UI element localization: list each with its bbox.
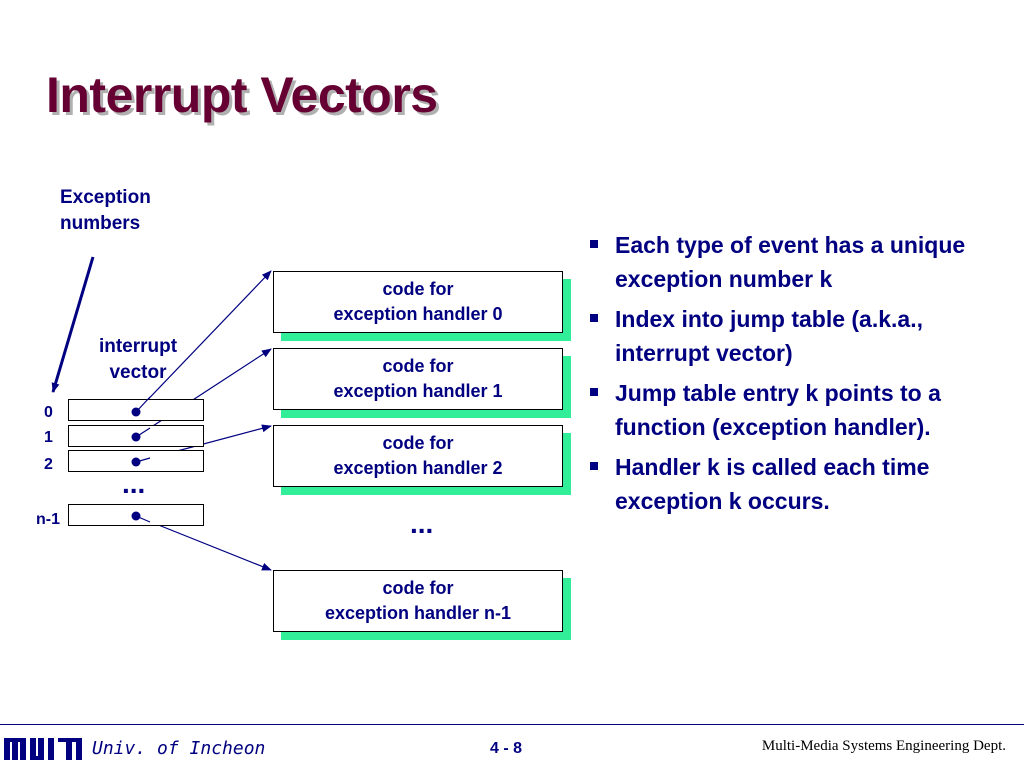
bullet-item: Each type of event has a unique exceptio… bbox=[588, 228, 1008, 296]
exception-numbers-label: Exception numbers bbox=[60, 187, 151, 234]
vector-index-2: 2 bbox=[44, 456, 53, 473]
department-name: Multi-Media Systems Engineering Dept. bbox=[761, 738, 1006, 754]
page-number: 4 - 8 bbox=[490, 740, 523, 757]
vector-index-n-1: n-1 bbox=[36, 511, 60, 528]
vector-index-1: 1 bbox=[44, 429, 53, 446]
bullet-item: Index into jump table (a.k.a., interrupt… bbox=[588, 302, 1008, 370]
footer-divider bbox=[0, 724, 1024, 725]
vector-index-0: 0 bbox=[44, 404, 53, 421]
pointer-arrow-1 bbox=[135, 348, 272, 438]
pointer-arrow-0 bbox=[135, 270, 272, 413]
handler-box-n-1: code for exception handler n-1 bbox=[273, 570, 563, 632]
bullet-item: Jump table entry k points to a function … bbox=[588, 376, 1008, 444]
interrupt-vector-label: interrupt vector bbox=[98, 336, 178, 383]
bullet-square-icon bbox=[590, 388, 598, 396]
handler-box-1: code for exception handler 1 bbox=[273, 348, 563, 410]
bullet-list: Each type of event has a unique exceptio… bbox=[588, 228, 1008, 524]
university-name: Univ. of Incheon bbox=[92, 738, 266, 759]
bullet-square-icon bbox=[590, 314, 598, 322]
slide-title: Interrupt Vectors bbox=[46, 67, 438, 123]
handler-box-0: code for exception handler 0 bbox=[273, 271, 563, 333]
handlers-ellipsis: ... bbox=[410, 508, 434, 539]
university-logo-icon bbox=[4, 738, 82, 760]
handler-box-2: code for exception handler 2 bbox=[273, 425, 563, 487]
vector-ellipsis: ... bbox=[122, 468, 146, 499]
bullet-item: Handler k is called each time exception … bbox=[588, 450, 1008, 518]
exception-number-arrow bbox=[51, 256, 95, 393]
bullet-square-icon bbox=[590, 240, 598, 248]
bullet-square-icon bbox=[590, 462, 598, 470]
